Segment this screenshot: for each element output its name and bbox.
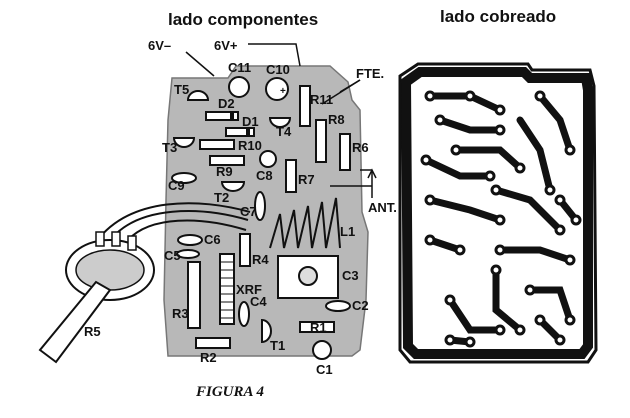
label-l1: L1 bbox=[340, 224, 355, 239]
label-r5: R5 bbox=[84, 324, 101, 339]
label-c2: C2 bbox=[352, 298, 369, 313]
diode-d2 bbox=[205, 111, 239, 121]
resistor-r3 bbox=[187, 261, 201, 329]
capacitor-c1 bbox=[312, 340, 332, 360]
copper-pads bbox=[420, 90, 582, 348]
transistor-t4 bbox=[268, 117, 292, 128]
diode-d1 bbox=[225, 127, 255, 137]
label-c9: C9 bbox=[168, 178, 185, 193]
transistor-t1 bbox=[261, 318, 272, 344]
resistor-r7 bbox=[285, 159, 297, 193]
transistor-t3 bbox=[172, 137, 196, 148]
component-side-board: + bbox=[163, 43, 377, 360]
label-r6: R6 bbox=[352, 140, 369, 155]
label-t3: T3 bbox=[162, 140, 177, 155]
label-r11: R11 bbox=[310, 92, 333, 107]
label-d1: D1 bbox=[242, 114, 259, 129]
label-fte: FTE. bbox=[356, 66, 384, 81]
label-t1: T1 bbox=[270, 338, 285, 353]
label-c4: C4 bbox=[250, 294, 267, 309]
resistor-r2 bbox=[195, 337, 231, 349]
component-labels: 6V– 6V+ FTE. ANT. C11 C10 T5 D2 D1 R11 T… bbox=[84, 38, 397, 377]
label-ant: ANT. bbox=[368, 200, 397, 215]
label-r9: R9 bbox=[216, 164, 233, 179]
label-r10: R10 bbox=[238, 138, 262, 153]
resistor-r8 bbox=[315, 119, 327, 163]
svg-text:+: + bbox=[280, 86, 286, 97]
label-c1: C1 bbox=[316, 362, 333, 377]
label-r4: R4 bbox=[252, 252, 269, 267]
resistor-r4 bbox=[239, 233, 251, 267]
copper-side-board bbox=[398, 62, 598, 364]
label-c10: C10 bbox=[266, 62, 290, 77]
label-c5: C5 bbox=[164, 248, 181, 263]
copper-side-heading: lado cobreado bbox=[440, 7, 556, 26]
label-c7: C7 bbox=[240, 204, 257, 219]
figure-caption: FIGURA 4 bbox=[195, 384, 264, 400]
potentiometer-shaft bbox=[38, 280, 112, 364]
capacitor-c11 bbox=[228, 76, 250, 98]
components-side-heading: lado componentes bbox=[168, 10, 318, 29]
capacitor-c5 bbox=[176, 249, 200, 259]
coil-l1 bbox=[269, 197, 341, 249]
capacitor-c10 bbox=[265, 77, 289, 101]
resistor-r9 bbox=[209, 155, 245, 166]
transistor-t2 bbox=[220, 181, 246, 192]
potentiometer-r5 bbox=[38, 202, 251, 364]
label-6v-negative: 6V– bbox=[148, 38, 171, 53]
resistor-r1 bbox=[299, 321, 335, 333]
copper-ground-track bbox=[400, 67, 593, 359]
label-d2: D2 bbox=[218, 96, 235, 111]
transistor-t5 bbox=[186, 90, 210, 101]
label-r1: R1 bbox=[310, 320, 327, 335]
capacitor-c9 bbox=[171, 172, 197, 184]
label-t4: T4 bbox=[276, 124, 292, 139]
label-c11: C11 bbox=[228, 60, 251, 75]
label-xrf: XRF bbox=[236, 282, 262, 297]
label-t2: T2 bbox=[214, 190, 229, 205]
capacitor-c4 bbox=[238, 301, 250, 327]
label-c8: C8 bbox=[256, 168, 273, 183]
choke-xrf bbox=[219, 253, 235, 325]
resistor-r6 bbox=[339, 133, 351, 171]
capacitor-c7 bbox=[254, 191, 266, 221]
label-r2: R2 bbox=[200, 350, 217, 365]
resistor-r11 bbox=[299, 85, 311, 127]
label-t5: T5 bbox=[174, 82, 189, 97]
capacitor-c8 bbox=[259, 150, 277, 168]
resistor-r10 bbox=[199, 139, 235, 150]
label-r7: R7 bbox=[298, 172, 315, 187]
label-c3: C3 bbox=[342, 268, 359, 283]
label-r8: R8 bbox=[328, 112, 345, 127]
label-r3: R3 bbox=[172, 306, 189, 321]
label-6v-positive: 6V+ bbox=[214, 38, 238, 53]
capacitor-c2 bbox=[325, 300, 351, 312]
label-c6: C6 bbox=[204, 232, 221, 247]
capacitor-c6 bbox=[177, 234, 203, 246]
